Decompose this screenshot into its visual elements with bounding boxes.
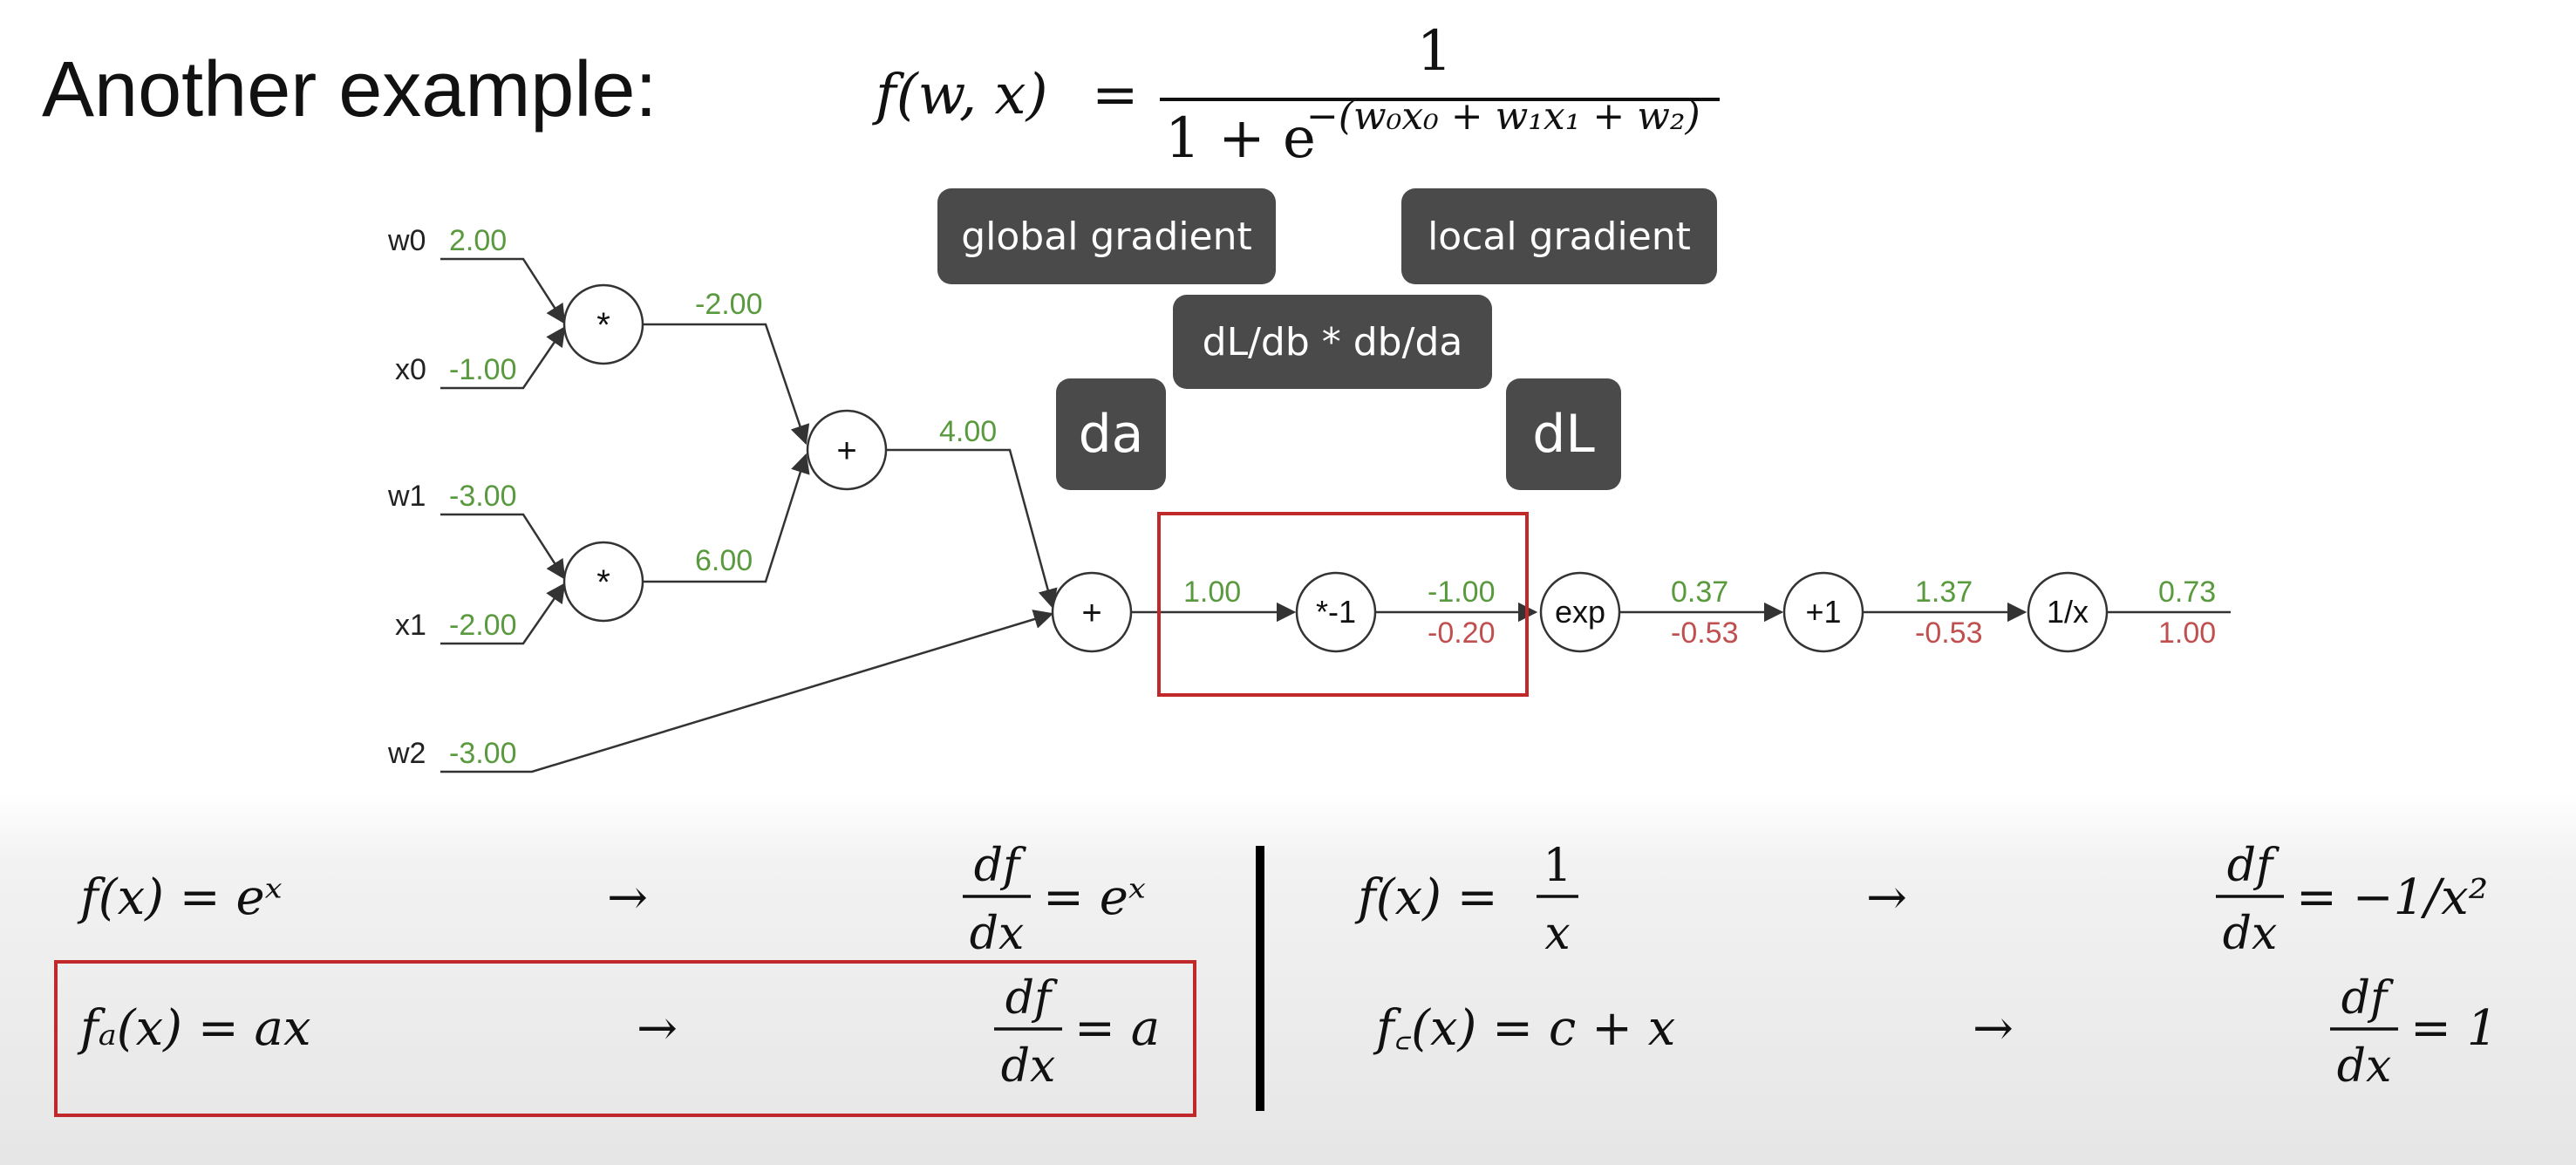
sigmoid-formula: f(w, x) = 1 1 + e −(w₀x₀ + w₁x₁ + w₂) [872, 19, 1720, 171]
backward-value: -0.53 [1671, 617, 1739, 650]
constant-deriv-den: dx [2337, 1040, 2392, 1093]
node-label: + [836, 432, 856, 470]
dl-tag: dL [1506, 378, 1621, 490]
input-value: -3.00 [449, 480, 517, 513]
edge-mul1-out [643, 453, 810, 583]
exp-deriv-num: df [974, 840, 1026, 892]
formula-exponent: −(w₀x₀ + w₁x₁ + w₂) [1306, 94, 1700, 139]
scale-deriv-num: df [1005, 972, 1058, 1025]
node-label: *-1 [1316, 594, 1356, 630]
constant-function: f꜀(x) = c + x [1373, 1000, 1675, 1057]
da-tag: da [1056, 378, 1166, 490]
computation-graph: w0 2.00 x0 -1.00 w1 -3.00 x1 -2.00 w2 -3… [387, 224, 2231, 773]
reciprocal-function: f(x) = [1354, 869, 1498, 926]
reciprocal-deriv-den: dx [2223, 908, 2278, 960]
local-gradient-tag: local gradient [1401, 188, 1717, 284]
node-exp: exp [1539, 571, 1621, 653]
forward-value: 4.00 [939, 415, 997, 448]
exp-arrow: → [607, 869, 648, 926]
formula-denominator-base: 1 + e [1165, 106, 1316, 171]
forward-value: -1.00 [1428, 576, 1496, 609]
reciprocal-deriv-num: df [2227, 840, 2280, 892]
constant-deriv-num: df [2341, 972, 2394, 1025]
edge-w0 [440, 257, 566, 324]
scale-function: fₐ(x) = ax [77, 1000, 311, 1057]
edge-x0 [440, 326, 566, 390]
input-value: -2.00 [449, 609, 517, 642]
node-negate: *-1 [1295, 571, 1377, 653]
scale-deriv-den: dx [1001, 1040, 1056, 1093]
global-gradient-tag: global gradient [937, 188, 1276, 284]
forward-value: 0.73 [2158, 576, 2216, 609]
constant-arrow: → [1973, 1000, 2014, 1057]
backward-value: 1.00 [2158, 617, 2216, 650]
input-value: -3.00 [449, 737, 517, 770]
node-label: 1/x [2047, 594, 2089, 630]
forward-value: 6.00 [695, 544, 753, 577]
scale-highlight-box [54, 960, 1196, 1117]
edge-add0-out [887, 448, 1058, 610]
reciprocal-frac-den: x [1544, 908, 1570, 960]
edge-w1 [440, 513, 566, 580]
input-label: x0 [395, 353, 426, 386]
input-value: -1.00 [449, 353, 517, 386]
highlight-box [1157, 512, 1529, 697]
derivatives-panel: f(x) = eˣ → df dx = eˣ fₐ(x) = ax → df d… [0, 794, 2576, 1165]
edge-mul0-out [643, 323, 810, 446]
edge-value-labels: -2.00 6.00 4.00 1.00 -1.00 -0.20 0.37 -0… [695, 288, 2216, 650]
node-reciprocal: 1/x [2027, 571, 2109, 653]
derivatives-formulas: f(x) = eˣ → df dx = eˣ fₐ(x) = ax → df d… [54, 840, 2498, 1117]
edge-x1 [440, 582, 566, 645]
input-label: w1 [387, 480, 426, 513]
exp-deriv-den: dx [970, 908, 1025, 960]
node-label: exp [1555, 594, 1605, 630]
forward-value: 0.37 [1671, 576, 1728, 609]
forward-value: 1.37 [1915, 576, 1973, 609]
node-label: + [1081, 594, 1101, 632]
input-label: w0 [387, 224, 426, 257]
column-divider [1256, 846, 1264, 1036]
node-label: * [596, 563, 610, 602]
node-label: * [596, 306, 610, 344]
formula-equals: = [1092, 63, 1139, 127]
formula-lhs: f(w, x) [872, 63, 1048, 127]
scale-deriv-rhs: = a [1074, 1000, 1160, 1057]
backward-value: -0.53 [1915, 617, 1983, 650]
reciprocal-deriv-rhs: = −1/x² [2296, 869, 2488, 926]
exp-deriv-rhs: = eˣ [1043, 869, 1146, 926]
forward-value: 1.00 [1183, 576, 1241, 609]
exp-function: f(x) = eˣ [77, 869, 283, 926]
input-labels: w0 2.00 x0 -1.00 w1 -3.00 x1 -2.00 w2 -3… [387, 224, 517, 770]
scale-arrow: → [637, 1000, 678, 1057]
edge-w2 [440, 610, 1054, 773]
input-value: 2.00 [449, 224, 507, 257]
graph-nodes: * * + + *-1 exp [562, 283, 2109, 653]
input-label: x1 [395, 609, 426, 642]
graph-edges [440, 257, 2231, 773]
constant-deriv-rhs: = 1 [2410, 1000, 2498, 1057]
backward-value: -0.20 [1428, 617, 1496, 650]
reciprocal-arrow: → [1866, 869, 1907, 926]
slide-title: Another example: [42, 46, 658, 133]
node-multiply: * [562, 541, 644, 623]
node-add: + [806, 409, 888, 491]
node-label: +1 [1805, 594, 1841, 630]
input-label: w2 [387, 737, 426, 770]
formula-numerator: 1 [1417, 19, 1453, 84]
node-add-one: +1 [1782, 571, 1864, 653]
node-multiply: * [562, 283, 644, 365]
forward-value: -2.00 [695, 288, 763, 321]
node-add: + [1051, 571, 1133, 653]
chain-rule-tag: dL/db * db/da [1173, 295, 1492, 389]
reciprocal-frac-num: 1 [1543, 840, 1571, 892]
